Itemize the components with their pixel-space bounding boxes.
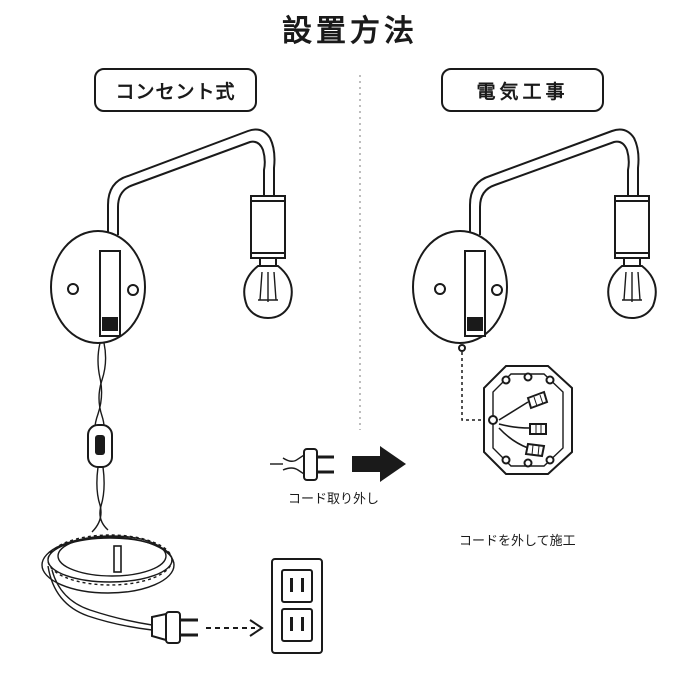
hardwire-method-label: 電気工事 — [441, 68, 604, 112]
junction-box-icon — [483, 365, 573, 475]
power-cord — [41, 342, 175, 631]
wall-lamp-icon — [412, 128, 657, 352]
toggle-switch-icon — [87, 424, 113, 468]
plug-in-method-label: コンセント式 — [94, 68, 257, 112]
hardwire-caption: コードを外して施工 — [459, 534, 576, 549]
arrow-right-icon — [352, 446, 406, 482]
arrow-right-icon — [206, 619, 264, 637]
outlet-icon — [271, 558, 323, 654]
plug-icon — [270, 448, 334, 481]
plug-icon — [151, 611, 198, 644]
wall-lamp-icon — [50, 128, 293, 344]
wiring-path — [461, 352, 488, 421]
unplug-caption: コード取り外し — [288, 492, 380, 507]
page-title: 設置方法 — [282, 14, 418, 49]
